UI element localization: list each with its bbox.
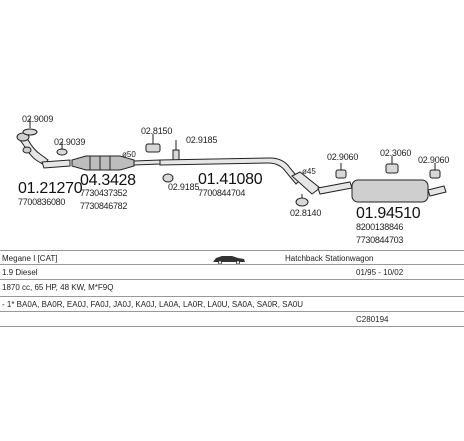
gasket-1 — [22, 118, 38, 136]
part-code-label: 02.9039 — [54, 137, 86, 147]
part-code-label: 02.9060 — [418, 155, 450, 165]
engine-spec: 1870 cc, 65 HP, 48 KW, M*F9Q — [2, 283, 114, 292]
info-row-catalog: C280194 — [0, 311, 464, 327]
hanger-5 — [145, 134, 161, 153]
production-years: 01/95 - 10/02 — [356, 268, 404, 277]
catalytic-converter — [71, 155, 161, 171]
part-code-label: 01.94510 — [356, 205, 421, 222]
part-code-label: 02.9185 — [186, 135, 218, 145]
car-silhouette-icon — [213, 256, 245, 264]
clamp-12 — [295, 194, 309, 207]
oem-ref-label: 7730846782 — [80, 201, 128, 211]
front-pipe — [16, 132, 71, 169]
part-code-label: 01.41080 — [198, 171, 263, 188]
exhaust-diagram: 02.9009 02.9039 01.21270 7700836080 04.3… — [16, 114, 450, 245]
bracket-6 — [172, 140, 180, 163]
exhaust-drawing — [16, 118, 447, 207]
oem-ref-label: 7730437352 — [80, 188, 128, 198]
oem-ref-label: 8200138846 — [356, 222, 404, 232]
body-type: Hatchback Stationwagon — [285, 254, 374, 263]
divider — [0, 326, 464, 327]
part-code-label: 01.21270 — [18, 180, 83, 197]
hanger-9 — [335, 163, 347, 179]
part-code-label: 02.8140 — [290, 208, 322, 218]
info-row-engine: 1.9 Diesel 01/95 - 10/02 — [0, 264, 464, 280]
part-code-label: 02.9009 — [22, 114, 54, 124]
oem-ref-label: 7700844704 — [198, 188, 246, 198]
info-row-spec: 1870 cc, 65 HP, 48 KW, M*F9Q — [0, 279, 464, 295]
intermediate-pipe — [159, 157, 301, 185]
pipe-diameter-label: ø50 — [122, 150, 136, 159]
hanger-11 — [429, 163, 441, 179]
model-name: Megane I [CAT] — [2, 254, 58, 263]
info-row-model: Megane I [CAT] Hatchback Stationwagon — [0, 250, 464, 266]
part-code-label: 02.3060 — [380, 148, 412, 158]
engine: 1.9 Diesel — [2, 268, 38, 277]
info-row-codes: - 1* BA0A, BA0R, EA0J, FA0J, JA0J, KA0J,… — [0, 296, 464, 312]
clamp-7 — [162, 173, 174, 183]
hanger-10 — [385, 156, 399, 174]
pipe-diameter-label: ø45 — [302, 167, 316, 176]
part-code-label: 04.3428 — [80, 172, 136, 189]
oem-ref-label: 7700836080 — [18, 197, 66, 207]
part-code-label: 02.9060 — [327, 152, 359, 162]
rear-silencer — [317, 179, 447, 203]
catalog-number: C280194 — [356, 315, 389, 324]
clamp-2 — [56, 142, 68, 156]
part-code-label: 02.8150 — [141, 126, 173, 136]
oem-ref-label: 7730844703 — [356, 235, 404, 245]
vehicle-codes: - 1* BA0A, BA0R, EA0J, FA0J, JA0J, KA0J,… — [2, 300, 304, 309]
part-code-label: 02.9185 — [168, 182, 200, 192]
